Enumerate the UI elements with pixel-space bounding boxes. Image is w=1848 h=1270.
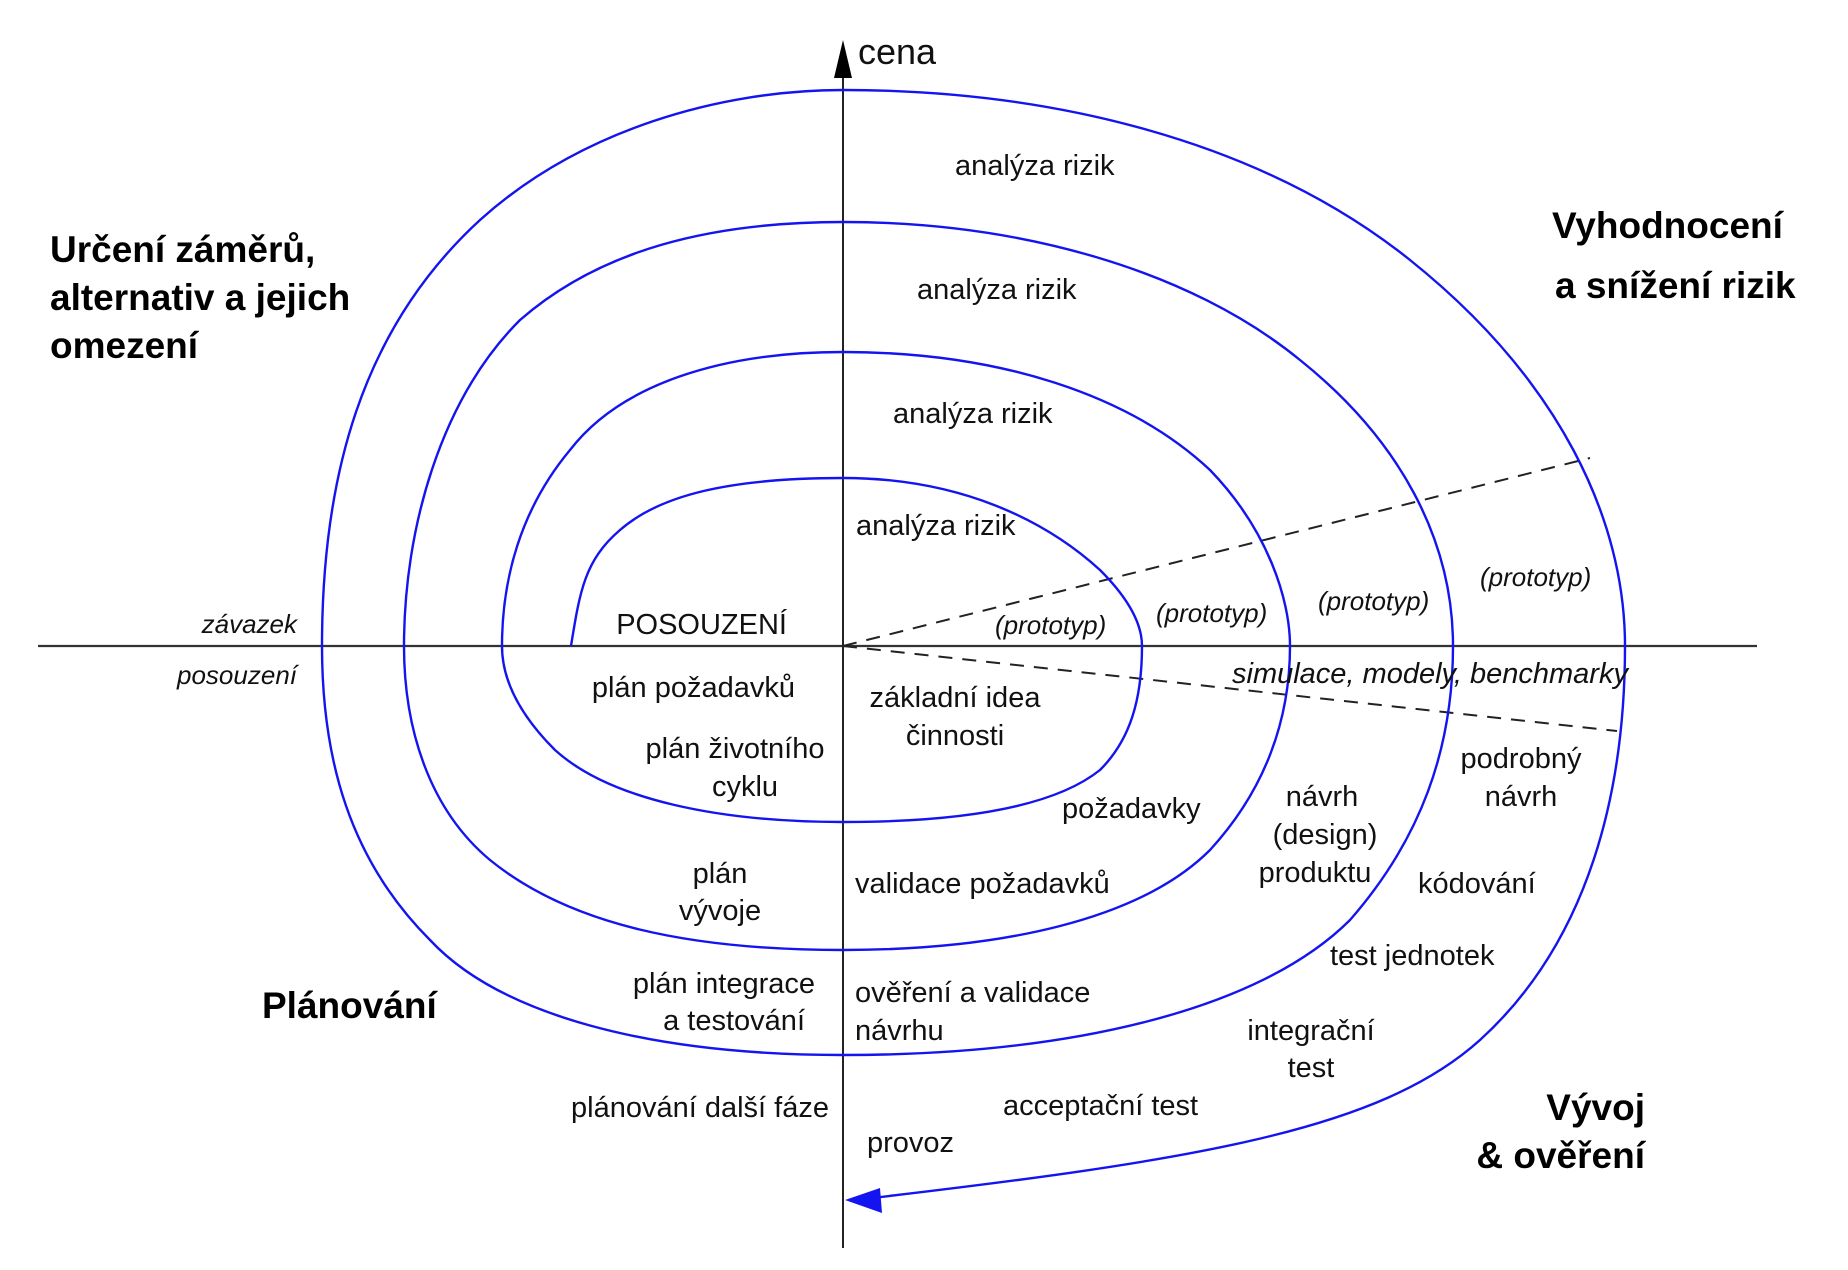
dashed-line-upper: [842, 457, 1591, 647]
lifecycle-plan-label: cyklu: [712, 771, 778, 803]
next-phase-label: plánování další fáze: [571, 1092, 829, 1124]
design-verification-label: návrhu: [855, 1015, 944, 1047]
risk-analysis-label-1: analýza rizik: [856, 510, 1016, 542]
risk-analysis-label-3: analýza rizik: [917, 274, 1077, 306]
integration-plan-label: plán integrace: [633, 968, 815, 1000]
quadrant-title-bottom-right: Vývoj & ověření: [1476, 1087, 1646, 1176]
spiral-path: [320, 88, 1627, 1202]
development-plan-label: plán: [693, 858, 748, 890]
product-design-label: (design): [1273, 819, 1378, 851]
quadrant-title-top-right: Vyhodnocení a snížení rizik: [1552, 205, 1796, 306]
requirements-plan-label: plán požadavků: [592, 672, 795, 704]
simulation-label: simulace, modely, benchmarky: [1232, 658, 1629, 690]
risk-analysis-label-4: analýza rizik: [955, 150, 1115, 182]
coding-label: kódování: [1418, 868, 1536, 900]
prototype-label-4: (prototyp): [1480, 562, 1591, 592]
requirements-validation-label: validace požadavků: [855, 868, 1110, 900]
quadrant-title-line: & ověření: [1476, 1135, 1646, 1176]
prototype-label-3: (prototyp): [1318, 586, 1429, 616]
operation-label: provoz: [867, 1127, 954, 1159]
lifecycle-plan-label: plán životního: [646, 733, 825, 765]
unit-test-label: test jednotek: [1330, 940, 1495, 972]
quadrant-title-bottom-left: Plánování: [262, 985, 438, 1026]
product-design-label: produktu: [1259, 857, 1372, 889]
quadrant-title-line: Plánování: [262, 985, 438, 1026]
requirements-label: požadavky: [1062, 793, 1201, 825]
vertical-axis-arrow-icon: [834, 40, 852, 78]
quadrant-title-line: Vyhodnocení: [1552, 205, 1785, 246]
concept-label: činnosti: [906, 720, 1004, 752]
development-plan-label: vývoje: [679, 895, 761, 927]
integration-test-label: test: [1288, 1052, 1335, 1084]
detailed-design-label: návrh: [1485, 781, 1558, 813]
quadrant-title-line: Vývoj: [1546, 1087, 1645, 1128]
quadrant-title-line: a snížení rizik: [1555, 265, 1796, 306]
integration-test-label: integrační: [1247, 1015, 1374, 1047]
integration-plan-label: a testování: [663, 1005, 805, 1037]
posouzeni-label: POSOUZENÍ: [616, 608, 788, 641]
acceptance-test-label: acceptační test: [1003, 1090, 1198, 1122]
prototype-label-2: (prototyp): [1156, 598, 1267, 628]
design-verification-label: ověření a validace: [855, 977, 1090, 1009]
quadrant-title-line: Určení záměrů,: [50, 229, 315, 270]
detailed-design-label: podrobný: [1461, 743, 1582, 775]
commitment-label: závazek: [201, 609, 299, 639]
concept-label: základní idea: [870, 682, 1042, 714]
dashed-line-lower: [842, 645, 1618, 732]
prototype-label-1: (prototyp): [995, 610, 1106, 640]
spiral-end-arrow-icon: [845, 1188, 882, 1213]
quadrant-title-line: alternativ a jejich: [50, 277, 350, 318]
review-label: posouzení: [176, 660, 300, 690]
quadrant-title-top-left: Určení záměrů, alternativ a jejich omeze…: [50, 229, 350, 366]
vertical-axis-label: cena: [858, 31, 937, 72]
risk-analysis-label-2: analýza rizik: [893, 398, 1053, 430]
product-design-label: návrh: [1286, 781, 1359, 813]
quadrant-title-line: omezení: [50, 325, 200, 366]
